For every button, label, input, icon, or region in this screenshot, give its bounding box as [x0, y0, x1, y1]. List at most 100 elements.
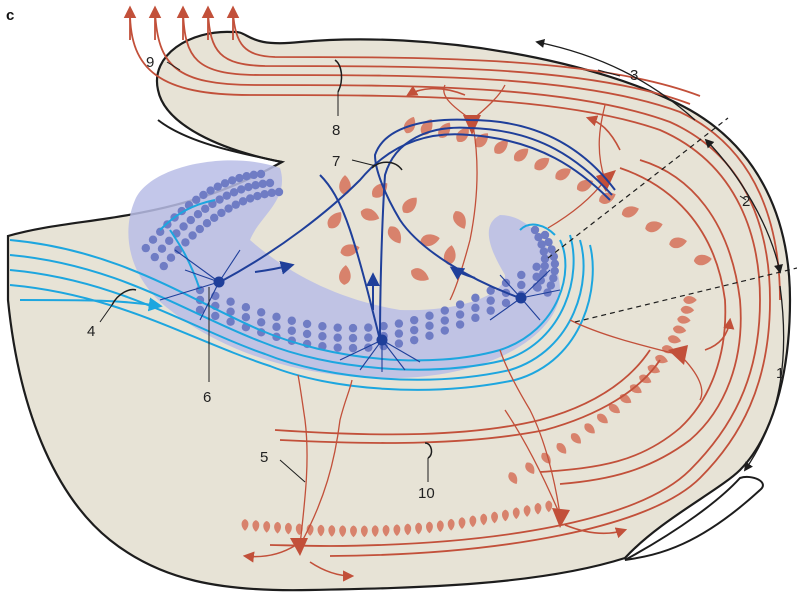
granule-cell	[192, 195, 201, 205]
label-5: 5	[260, 449, 268, 466]
granule-cell	[159, 261, 168, 271]
granule-cell	[213, 182, 222, 191]
pyramidal-cell	[608, 403, 620, 414]
pyramidal-cell	[508, 472, 518, 485]
pyramidal-cell	[387, 226, 402, 244]
pyramidal-cell	[597, 413, 608, 424]
pyramidal-cells	[241, 116, 712, 538]
pyramidal-cell	[534, 502, 542, 515]
granule-cell	[539, 269, 548, 278]
granule-cell	[202, 219, 212, 228]
pyramidal-cell	[621, 206, 639, 218]
granule-cell	[333, 333, 342, 342]
pyramidal-cell	[339, 525, 347, 538]
pyramidal-cell	[512, 507, 520, 520]
granule-cell	[394, 339, 404, 348]
pyramidal-cell	[317, 524, 325, 537]
granule-cell	[550, 266, 559, 276]
granule-cell	[222, 191, 231, 200]
pyramidal-cell	[570, 433, 581, 444]
granule-cell	[244, 182, 253, 192]
granule-cell	[540, 230, 550, 240]
granule-cell	[224, 204, 233, 213]
granule-cell	[235, 173, 244, 183]
pyramidal-cell	[371, 525, 379, 537]
flow-arrows-red	[242, 85, 735, 582]
pyramidal-cell	[284, 522, 292, 535]
efferent-arrows	[123, 5, 240, 40]
granule-cell	[256, 169, 266, 179]
granule-cell	[379, 321, 388, 331]
granule-cell	[193, 210, 203, 219]
pyramidal-cell	[683, 296, 697, 304]
granule-cell	[540, 261, 549, 271]
region-boundaries	[547, 117, 797, 323]
granule-cell	[455, 320, 465, 329]
pyramidal-cell	[556, 442, 567, 454]
granule-cell	[150, 252, 159, 262]
granule-cell	[318, 342, 327, 351]
granule-cells	[141, 169, 560, 353]
granule-cell	[425, 311, 434, 320]
label-4: 4	[87, 323, 95, 340]
granule-cell	[260, 190, 269, 199]
pyramidal-cell	[274, 521, 281, 534]
granule-cell	[272, 322, 281, 332]
fold-outline	[157, 119, 283, 163]
granule-cell	[302, 329, 312, 339]
granule-cell	[179, 222, 188, 231]
granule-cell	[201, 204, 210, 214]
pyramidal-cell	[501, 509, 509, 522]
granule-cell	[333, 343, 342, 352]
pyramidal-cell	[252, 520, 260, 532]
granule-cell	[195, 224, 204, 234]
pyramidal-cell	[494, 140, 508, 154]
granule-cell	[210, 213, 219, 223]
pyramidal-cell	[491, 511, 498, 524]
pyramidal-cell	[443, 245, 456, 265]
granule-cell	[253, 191, 262, 201]
pyramidal-cell	[480, 513, 488, 526]
granule-cell	[530, 225, 540, 235]
granule-cell	[549, 252, 559, 261]
granule-cell	[440, 326, 449, 335]
pyramidal-cell	[241, 519, 249, 531]
granule-cell	[257, 308, 266, 317]
granule-cell	[394, 319, 404, 328]
pyramidal-cell	[360, 525, 368, 538]
pyramidal-cell	[513, 148, 529, 162]
pyramidal-cell	[327, 212, 342, 229]
granule-cell	[241, 313, 251, 322]
pyramidal-cell	[555, 168, 571, 181]
granule-cell	[533, 283, 542, 292]
pyramidal-cell	[584, 423, 595, 434]
granule-cell	[206, 186, 215, 195]
pyramidal-cell	[402, 197, 417, 214]
granule-cell	[211, 311, 220, 321]
perforant-path	[9, 199, 594, 391]
granule-cell	[534, 233, 543, 242]
granule-cell	[364, 333, 373, 342]
bundle-brackets	[111, 59, 433, 459]
pyramidal-cell	[669, 237, 687, 249]
region-arrows	[535, 39, 785, 472]
granule-cell	[242, 172, 251, 181]
granule-cell	[455, 300, 465, 309]
granule-cell	[549, 274, 558, 283]
pyramidal-cell	[469, 515, 477, 528]
granule-cell	[302, 319, 312, 329]
pyramidal-cell	[577, 179, 594, 192]
label-3: 3	[630, 67, 638, 84]
lip-outline	[624, 476, 764, 561]
granule-cell	[238, 197, 248, 206]
pyramidal-cell	[630, 384, 642, 394]
granule-cell	[220, 179, 230, 188]
label-8: 8	[332, 122, 340, 139]
granule-cell	[265, 178, 275, 188]
pyramidal-cell	[672, 325, 687, 334]
granule-cell	[195, 305, 205, 315]
granule-cell	[333, 323, 342, 332]
pyramidal-cell	[339, 175, 351, 195]
granule-cell	[471, 293, 480, 303]
granule-cell	[181, 238, 190, 247]
